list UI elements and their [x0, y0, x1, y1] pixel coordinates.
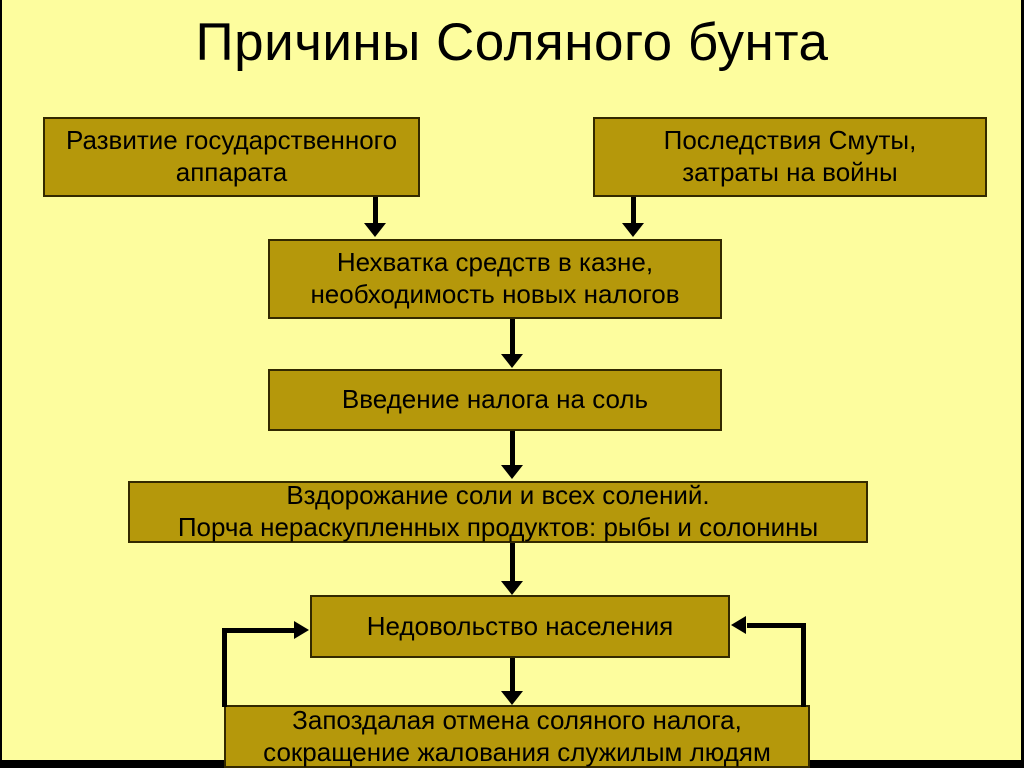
- arrow-head-down-icon: [501, 581, 523, 595]
- arrow-discontent-to-repeal: [501, 658, 523, 705]
- node-text-line: Запоздалая отмена соляного налога,: [292, 704, 742, 735]
- arrow-shaft: [630, 197, 636, 223]
- arrow-smuta-to-treasury: [622, 197, 644, 237]
- node-late-tax-repeal: Запоздалая отмена соляного налога, сокра…: [224, 705, 810, 768]
- node-salt-tax-introduction: Введение налога на соль: [268, 369, 722, 431]
- arrow-price-rise-to-discontent: [501, 543, 523, 595]
- feedback-arrow-left-vertical: [222, 628, 227, 707]
- slide-title: Причины Соляного бунта: [195, 13, 829, 72]
- feedback-arrow-left-horizontal: [222, 628, 296, 633]
- node-text-line: Развитие государственного: [65, 125, 398, 156]
- node-state-apparatus-growth: Развитие государственного аппарата: [43, 117, 420, 197]
- feedback-arrow-right-horizontal: [747, 623, 806, 628]
- arrow-head-down-icon: [622, 223, 644, 237]
- arrow-salt-tax-to-price-rise: [501, 431, 523, 479]
- node-text-line: необходимость новых налогов: [310, 279, 680, 309]
- arrow-head-right-icon: [294, 621, 309, 639]
- node-treasury-shortage: Нехватка средств в казне, необходимость …: [268, 239, 722, 319]
- arrow-shaft: [509, 319, 515, 354]
- slide-border-left: [0, 0, 2, 768]
- slide-border-right: [1021, 0, 1024, 768]
- arrow-state-apparatus-to-treasury: [364, 197, 386, 237]
- node-text-line: Недовольство населения: [366, 610, 674, 641]
- arrow-treasury-to-salt-tax: [501, 319, 523, 368]
- arrow-shaft: [509, 543, 515, 581]
- node-text-line: Введение налога на соль: [341, 384, 649, 415]
- node-text-line: Порча нераскупленных продуктов: рыбы и с…: [177, 512, 819, 542]
- node-text-line: затраты на войны: [682, 157, 898, 187]
- node-text-line: Вздорожание соли и всех солений.: [286, 480, 710, 511]
- node-text-line: Последствия Смуты,: [663, 125, 917, 156]
- node-price-rise-and-spoilage: Вздорожание соли и всех солений. Порча н…: [128, 480, 868, 543]
- arrow-head-down-icon: [364, 223, 386, 237]
- feedback-arrow-right-vertical: [801, 623, 806, 707]
- arrow-head-down-icon: [501, 465, 523, 479]
- arrow-head-left-icon: [731, 616, 746, 634]
- node-smuta-aftermath: Последствия Смуты, затраты на войны: [593, 117, 987, 197]
- arrow-head-down-icon: [501, 691, 523, 705]
- node-text-line: сокращение жалования служилым людям: [263, 736, 771, 767]
- arrow-shaft: [509, 431, 515, 465]
- node-popular-discontent: Недовольство населения: [310, 595, 730, 658]
- arrow-head-down-icon: [501, 354, 523, 368]
- node-text-line: аппарата: [175, 157, 288, 187]
- arrow-shaft: [372, 197, 378, 223]
- arrow-shaft: [509, 658, 515, 691]
- node-text-line: Нехватка средств в казне,: [336, 247, 654, 278]
